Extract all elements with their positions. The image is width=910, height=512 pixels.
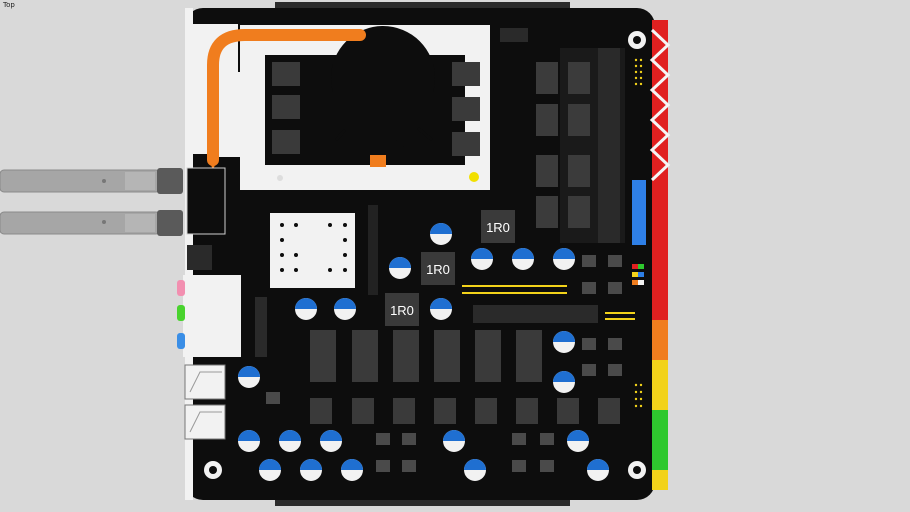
heatpipe	[207, 29, 366, 166]
svg-text:1R0: 1R0	[486, 220, 510, 235]
mounting-holes	[204, 31, 646, 479]
capacitor-polarity-mark	[334, 298, 356, 309]
capacitor-polarity-mark	[279, 430, 301, 441]
capacitor-polarity-mark	[430, 298, 452, 309]
capacitor-polarity-mark	[295, 298, 317, 309]
capacitor-polarity-mark	[553, 331, 575, 342]
svg-text:1R0: 1R0	[390, 303, 414, 318]
capacitor-polarity-mark	[553, 371, 575, 382]
capacitor-polarity-mark	[300, 459, 322, 470]
capacitor-polarity-mark	[430, 223, 452, 234]
capacitor-polarity-mark	[320, 430, 342, 441]
mosfets	[272, 62, 480, 156]
status-leds	[632, 264, 644, 285]
io-connectors	[177, 167, 241, 440]
capacitor-polarity-mark	[238, 430, 260, 441]
capacitor-polarity-mark	[587, 459, 609, 470]
antenna-cables	[0, 168, 183, 236]
capacitor-polarity-mark	[389, 257, 411, 268]
inductor-2: 1R0	[421, 252, 455, 285]
small-chips	[266, 255, 622, 472]
capacitor-polarity-mark	[553, 248, 575, 259]
header-pins	[634, 58, 643, 408]
driver-ics	[310, 330, 620, 424]
ram-slots	[500, 28, 625, 243]
edge-color-strip	[649, 20, 671, 490]
capacitor-polarity-mark	[443, 430, 465, 441]
gpio-pins	[462, 285, 635, 320]
inductor-1: 1R0	[481, 210, 515, 243]
svg-text:1R0: 1R0	[426, 262, 450, 277]
capacitors	[238, 223, 609, 481]
capacitor-polarity-mark	[567, 430, 589, 441]
capacitor-polarity-mark	[512, 248, 534, 259]
capacitor-polarity-mark	[464, 459, 486, 470]
capacitor-polarity-mark	[471, 248, 493, 259]
pin-header	[632, 180, 646, 245]
cpu-socket	[270, 205, 378, 295]
capacitor-polarity-mark	[238, 366, 260, 377]
capacitor-polarity-mark	[341, 459, 363, 470]
view-label: Top	[3, 1, 15, 9]
inductor-3: 1R0	[385, 293, 419, 326]
capacitor-polarity-mark	[259, 459, 281, 470]
